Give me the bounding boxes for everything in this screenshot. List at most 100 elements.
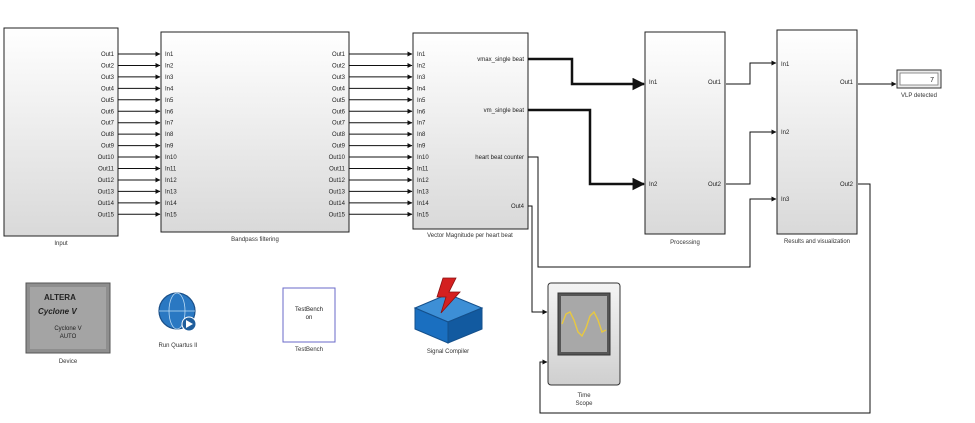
bandpass-out-port-label: Out5: [332, 98, 346, 104]
wire-processing-out1-to-results-in1[interactable]: [726, 60, 777, 85]
device-logo-top: ALTERA: [44, 293, 76, 302]
device-chip-face: [30, 287, 106, 349]
testbench-caption: TestBench: [295, 347, 323, 353]
wire-processing-out2-to-results-in2[interactable]: [726, 129, 777, 185]
results-in1-label: In1: [781, 62, 790, 68]
device-logo-line1: Cyclone V: [54, 326, 81, 332]
bandpass-out-port-label: Out8: [332, 132, 346, 138]
input-out-port-label: Out10: [98, 155, 115, 161]
vector-in-port-label: In11: [417, 167, 429, 173]
vector-in-port-label: In14: [417, 201, 429, 207]
input-out-port-label: Out4: [101, 86, 115, 92]
bandpass-out-port-label: Out14: [329, 201, 346, 207]
bandpass-in-port-label: In12: [165, 178, 177, 184]
bandpass-out-port-label: Out3: [332, 75, 346, 81]
bandpass-block-caption: Bandpass filtering: [231, 237, 279, 243]
quartus-play-arrow-icon: [186, 320, 193, 328]
bandpass-out-port-label: Out9: [332, 144, 346, 150]
wire-vmax-to-processing-in1[interactable]: [528, 57, 646, 91]
bandpass-in-port-label: In4: [165, 86, 174, 92]
vlp-display-caption: VLP detected: [901, 93, 937, 99]
vlp-display-value: 7: [930, 77, 934, 84]
vector-in-port-label: In4: [417, 86, 426, 92]
input-out-port-label: Out6: [101, 109, 115, 115]
vector-in-port-label: In10: [417, 155, 429, 161]
vector-out-port-label: heart beat counter: [475, 155, 524, 161]
wire-heartbeat-to-results-in3[interactable]: [528, 156, 777, 268]
scope-screen: [561, 296, 607, 352]
bandpass-out-port-label: Out7: [332, 121, 346, 127]
bandpass-out-port-label: Out1: [332, 52, 346, 58]
wire-vm-to-processing-in2[interactable]: [528, 108, 646, 191]
signal-compiler-box-right: [447, 307, 483, 344]
vector-in-port-label: In5: [417, 98, 426, 104]
bandpass-out-port-label: Out10: [329, 155, 346, 161]
scope-caption-line2: Scope: [575, 401, 593, 407]
bandpass-filtering-block[interactable]: [160, 31, 350, 233]
bus-connections: [118, 51, 413, 217]
results-out2-label: Out2: [840, 182, 854, 188]
bandpass-out-port-label: Out11: [329, 167, 346, 173]
processing-out1-label: Out1: [708, 80, 722, 86]
processing-in1-label: In1: [649, 80, 658, 86]
input-out-port-label: Out3: [101, 75, 115, 81]
bandpass-in-port-label: In6: [165, 109, 174, 115]
processing-block[interactable]: [644, 31, 726, 235]
vector-out-port-label: vmax_single beat: [477, 57, 524, 63]
signal-compiler-caption: Signal Compiler: [427, 349, 469, 355]
bandpass-in-port-label: In2: [165, 63, 174, 69]
bandpass-out-port-label: Out12: [329, 178, 346, 184]
vector-magnitude-block[interactable]: [412, 32, 529, 230]
bandpass-in-port-label: In14: [165, 201, 177, 207]
vector-in-port-label: In1: [417, 52, 426, 58]
bandpass-out-port-label: Out2: [332, 63, 346, 69]
results-visualization-block[interactable]: [776, 29, 858, 235]
device-logo-mid: Cyclone V: [38, 307, 77, 316]
vector-block-ports: In1In2In3In4In5In6In7In8In9In10In11In12I…: [417, 52, 525, 218]
device-caption: Device: [59, 359, 78, 365]
vector-in-port-label: In9: [417, 144, 426, 150]
bandpass-out-port-label: Out4: [332, 86, 346, 92]
bandpass-in-port-label: In3: [165, 75, 174, 81]
bandpass-out-port-label: Out15: [329, 212, 346, 218]
vector-in-port-label: In2: [417, 63, 426, 69]
input-out-port-label: Out9: [101, 144, 115, 150]
bandpass-in-port-label: In13: [165, 189, 177, 195]
signal-compiler-block[interactable]: [413, 277, 484, 344]
input-out-port-label: Out1: [101, 52, 115, 58]
device-block[interactable]: ALTERA Cyclone V Cyclone V AUTO: [25, 282, 111, 354]
bandpass-in-port-label: In7: [165, 121, 174, 127]
wire-results-out2-to-scope[interactable]: [539, 183, 871, 414]
results-in2-label: In2: [781, 130, 790, 136]
input-out-port-label: Out5: [101, 98, 115, 104]
bandpass-out-port-label: Out13: [329, 189, 346, 195]
signal-compiler-bolt-icon: [436, 277, 461, 314]
input-block[interactable]: [3, 27, 119, 237]
signal-wires: [528, 57, 897, 414]
bandpass-in-port-label: In11: [165, 167, 177, 173]
processing-out2-label: Out2: [708, 182, 722, 188]
wire-out4-to-scope[interactable]: [528, 205, 548, 315]
run-quartus-block[interactable]: [158, 292, 197, 332]
vector-in-port-label: In15: [417, 212, 429, 218]
device-logo-line2: AUTO: [60, 334, 77, 340]
results-out1-label: Out1: [840, 80, 854, 86]
bandpass-in-port-label: In15: [165, 212, 177, 218]
vector-in-port-label: In13: [417, 189, 429, 195]
vector-out-port-label: vm_single beat: [484, 108, 525, 114]
scope-caption-line1: Time: [577, 393, 591, 399]
quartus-caption: Run Quartus II: [158, 343, 197, 349]
input-out-port-label: Out15: [98, 212, 115, 218]
processing-in2-label: In2: [649, 182, 658, 188]
input-out-port-label: Out11: [98, 167, 115, 173]
input-out-port-label: Out2: [101, 63, 115, 69]
testbench-block[interactable]: [282, 287, 336, 343]
vector-in-port-label: In12: [417, 178, 429, 184]
input-out-port-label: Out14: [98, 201, 115, 207]
vector-in-port-label: In8: [417, 132, 426, 138]
input-out-port-label: Out13: [98, 189, 115, 195]
bandpass-in-port-label: In9: [165, 144, 174, 150]
vlp-display-screen: [899, 72, 939, 86]
